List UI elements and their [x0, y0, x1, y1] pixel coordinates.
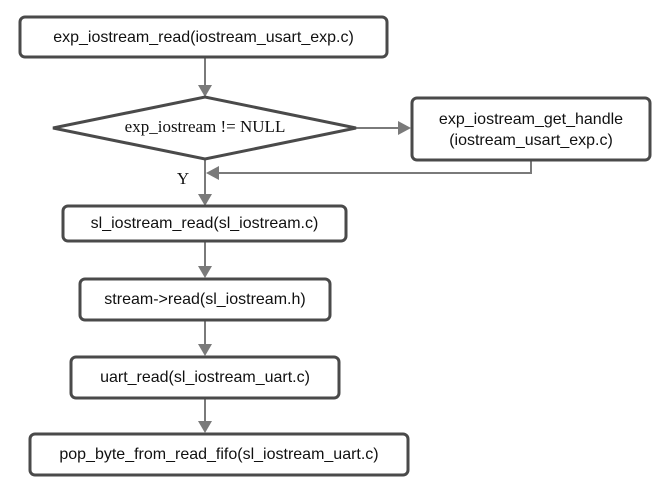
- node-exp-iostream-get-handle: exp_iostream_get_handle (iostream_usart_…: [410, 96, 652, 162]
- arrowhead: [198, 421, 212, 433]
- node-pop-byte-label: pop_byte_from_read_fifo(sl_iostream_uart…: [59, 446, 378, 463]
- decision-label: exp_iostream != NULL: [125, 117, 286, 136]
- node-uart-read: uart_read(sl_iostream_uart.c): [69, 355, 341, 400]
- node-sl-iostream-read: sl_iostream_read(sl_iostream.c): [61, 204, 348, 243]
- node-exp-iostream-read: exp_iostream_read(iostream_usart_exp.c): [18, 15, 389, 59]
- arrowhead: [198, 266, 212, 278]
- connectors: [198, 57, 532, 433]
- node-uart-read-label: uart_read(sl_iostream_uart.c): [100, 369, 310, 386]
- node-stream-read-label: stream->read(sl_iostream.h): [104, 291, 305, 308]
- decision-exp-iostream-not-null: exp_iostream != NULL: [52, 95, 357, 161]
- node-get-handle-label-line2: (iostream_usart_exp.c): [449, 132, 613, 149]
- yes-branch-label: Y: [177, 169, 189, 188]
- arrowhead: [398, 121, 411, 135]
- node-exp-iostream-read-label: exp_iostream_read(iostream_usart_exp.c): [53, 29, 354, 46]
- node-pop-byte-from-read-fifo: pop_byte_from_read_fifo(sl_iostream_uart…: [28, 432, 410, 477]
- arrowhead: [198, 344, 212, 356]
- arrowhead: [198, 85, 212, 97]
- arrowhead: [198, 194, 212, 206]
- node-sl-iostream-read-label: sl_iostream_read(sl_iostream.c): [91, 215, 319, 232]
- edge-get-handle-return: [218, 160, 532, 174]
- arrowhead: [206, 166, 219, 180]
- node-stream-read: stream->read(sl_iostream.h): [78, 277, 332, 322]
- node-get-handle-label-line1: exp_iostream_get_handle: [439, 111, 623, 128]
